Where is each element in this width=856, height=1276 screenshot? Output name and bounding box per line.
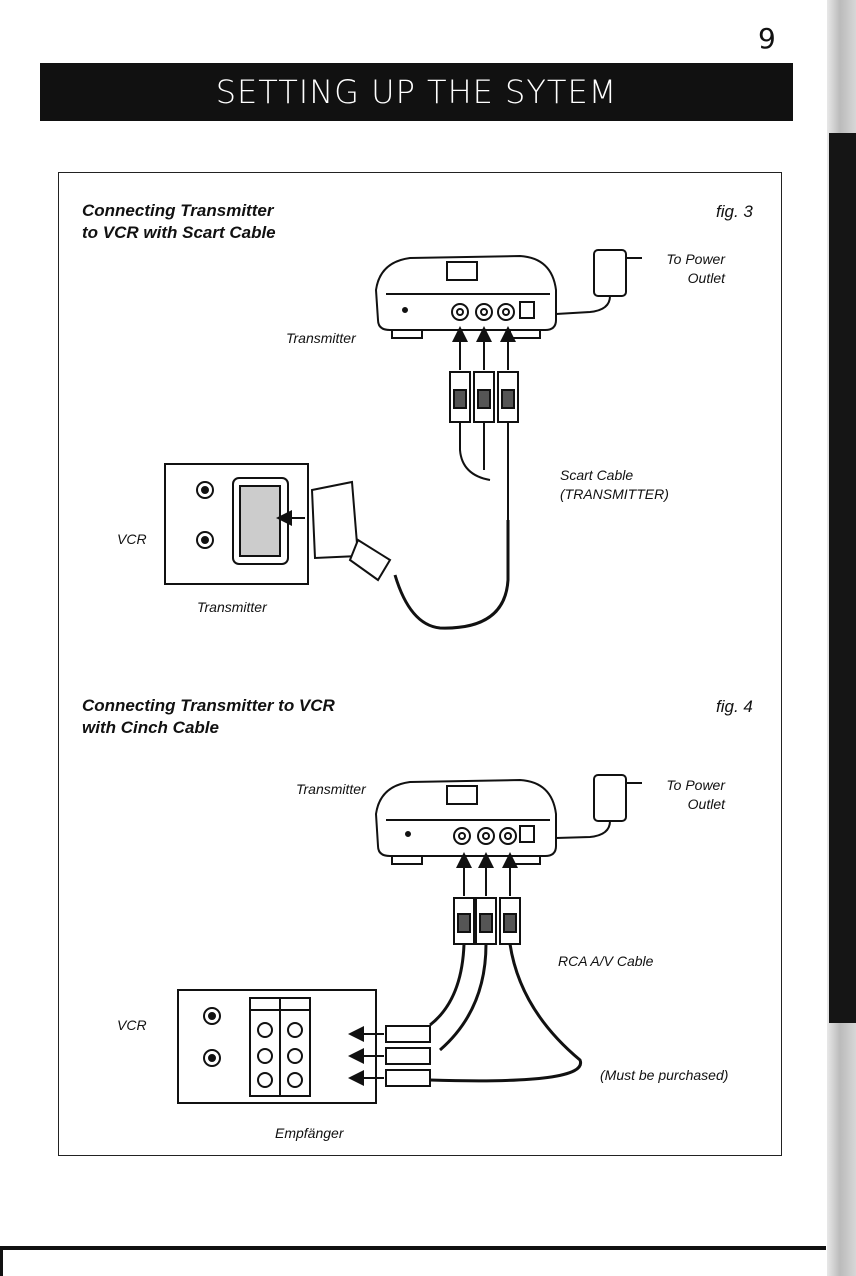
- fig3-transmitter-label: Transmitter: [286, 330, 356, 346]
- fig4-transmitter-device: [374, 778, 557, 865]
- fig4-power-label: To Power Outlet: [630, 776, 725, 814]
- fig4-cable-label: RCA A/V Cable: [558, 953, 654, 969]
- fig3-number: fig. 3: [716, 202, 753, 221]
- fig4-transmitter-label: Transmitter: [296, 781, 366, 797]
- fig3-power-line2: Outlet: [687, 270, 725, 286]
- fig3-panel-caption: Transmitter: [197, 599, 267, 615]
- fig4-panel-caption: Empfänger: [275, 1125, 344, 1141]
- fig3-cable-label: Scart Cable (TRANSMITTER): [560, 466, 669, 504]
- fig4-purchase-note: (Must be purchased): [600, 1067, 729, 1083]
- fig4-title: Connecting Transmitter to VCR with Cinch…: [82, 695, 335, 739]
- figure-box: [58, 172, 782, 1156]
- fig4-title-line1: Connecting Transmitter to VCR: [82, 696, 335, 715]
- fig3-vcr-panel: [164, 463, 392, 585]
- fig3-cable-line2: (TRANSMITTER): [560, 486, 669, 502]
- page-number: 9: [758, 22, 776, 55]
- fig4-plugs-arrows: [429, 852, 583, 1083]
- page-header: SETTING UP THE SYTEM: [40, 63, 793, 121]
- fig3-title: Connecting Transmitter to VCR with Scart…: [82, 200, 276, 244]
- fig4-vcr-panel: [177, 989, 431, 1104]
- fig3-power-label: To Power Outlet: [630, 250, 725, 288]
- fig3-transmitter-device: [374, 254, 557, 339]
- fig3-cable-line1: Scart Cable: [560, 467, 634, 483]
- fig3-power-line1: To Power: [666, 251, 725, 267]
- page-bottom-corner: [0, 1246, 3, 1276]
- fig4-power-line2: Outlet: [687, 796, 725, 812]
- fig3-title-line2: to VCR with Scart Cable: [82, 223, 276, 242]
- page-title: SETTING UP THE SYTEM: [215, 73, 618, 111]
- fig4-power-line1: To Power: [666, 777, 725, 793]
- fig4-vcr-label: VCR: [117, 1017, 147, 1033]
- fig4-number: fig. 4: [716, 697, 753, 716]
- fig3-title-line1: Connecting Transmitter: [82, 201, 274, 220]
- fig3-power-adapter-icon: [555, 249, 642, 315]
- fig3-plugs-arrows: [393, 326, 519, 630]
- fig4-title-line2: with Cinch Cable: [82, 718, 219, 737]
- fig4-power-adapter-icon: [555, 774, 642, 839]
- fig3-vcr-label: VCR: [117, 531, 147, 547]
- page-bottom-rule: [0, 1246, 826, 1250]
- page-edge-tab: [829, 133, 856, 1023]
